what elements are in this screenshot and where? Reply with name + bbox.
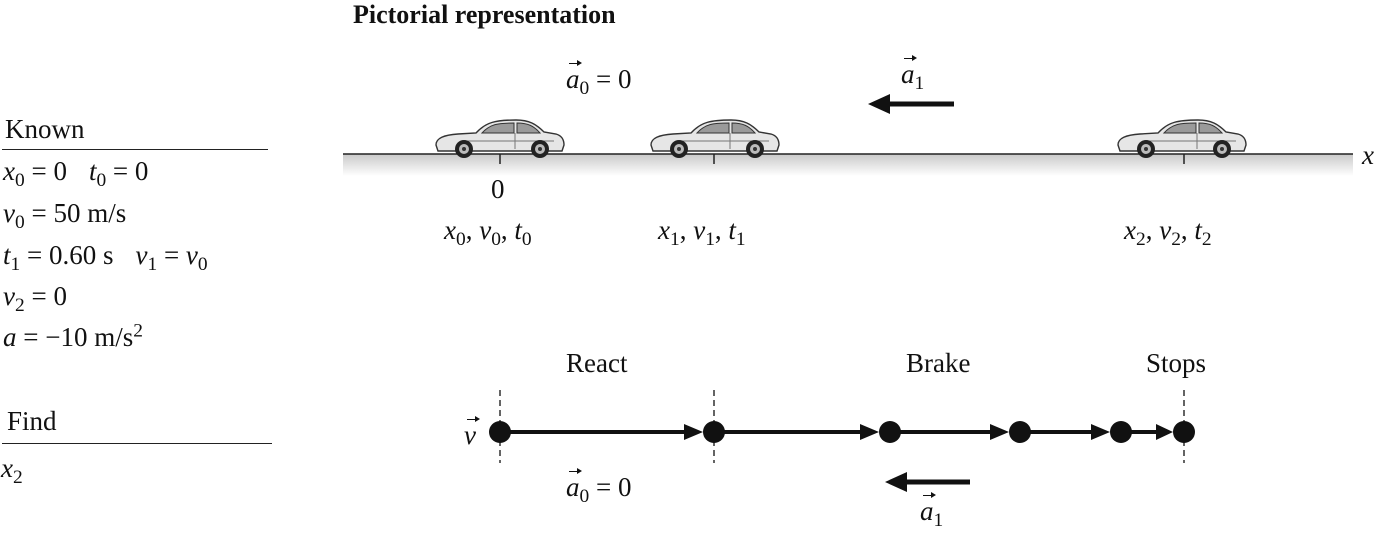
known-header: Known xyxy=(5,114,85,144)
position-label-2: x2, v2, t2 xyxy=(1124,215,1212,251)
a1-arrowhead-bottom xyxy=(885,472,907,492)
velocity-arrowhead-2 xyxy=(860,424,879,440)
known-a-exponent: 2 xyxy=(133,320,143,342)
road-surface xyxy=(343,154,1353,176)
car-at-x1 xyxy=(650,119,780,159)
motion-dot xyxy=(703,421,725,443)
known-v1-subscript: 0 xyxy=(197,254,208,276)
x-axis-label: x xyxy=(1362,140,1374,170)
velocity-arrowhead-3 xyxy=(990,424,1009,440)
find-x2: x2 xyxy=(1,453,23,489)
position-label-0: x0, v0, t0 xyxy=(444,215,532,251)
velocity-arrowhead-1 xyxy=(684,424,703,440)
phase-react: React xyxy=(566,348,628,378)
phase-stops: Stops xyxy=(1146,348,1207,378)
known-v2: v2 = 0 xyxy=(3,281,67,317)
velocity-arrowhead-5 xyxy=(1156,424,1173,440)
a1-arrowhead-top xyxy=(868,94,890,114)
velocity-label: v xyxy=(464,416,480,450)
car-at-x0 xyxy=(435,119,565,159)
known-t1-value: 0.60 s xyxy=(48,240,114,270)
motion-dot xyxy=(879,421,901,443)
phase-brake: Brake xyxy=(906,348,971,378)
motion-dot xyxy=(1173,421,1195,443)
a0-label-top: a0 = 0 xyxy=(566,60,632,100)
a1-label-top: a1 xyxy=(901,55,925,95)
car-at-x2 xyxy=(1117,119,1247,159)
origin-label: 0 xyxy=(491,174,505,204)
a0-label-bottom: a0 = 0 xyxy=(566,468,632,508)
motion-dot xyxy=(1009,421,1031,443)
find-divider xyxy=(2,443,272,444)
motion-dot xyxy=(1110,421,1132,443)
find-x2-subscript: 2 xyxy=(12,467,23,489)
velocity-arrowhead-4 xyxy=(1091,424,1110,440)
known-v2-value: 0 xyxy=(53,281,67,311)
find-header: Find xyxy=(7,406,57,436)
position-label-1: x1, v1, t1 xyxy=(658,215,746,251)
a1-label-bottom: a1 xyxy=(920,492,944,532)
known-v0: v0 = 50 m/s xyxy=(3,198,127,234)
motion-dot xyxy=(489,421,511,443)
known-x0-value: 0 xyxy=(53,156,67,186)
known-v0-value: 50 m/s xyxy=(53,198,127,228)
known-divider xyxy=(2,149,268,150)
known-a-value: −10 m/s xyxy=(45,322,134,352)
known-t0-value: 0 xyxy=(134,156,149,186)
known-a: a = −10 m/s2 xyxy=(3,320,143,352)
diagram-title: Pictorial representation xyxy=(353,0,616,29)
